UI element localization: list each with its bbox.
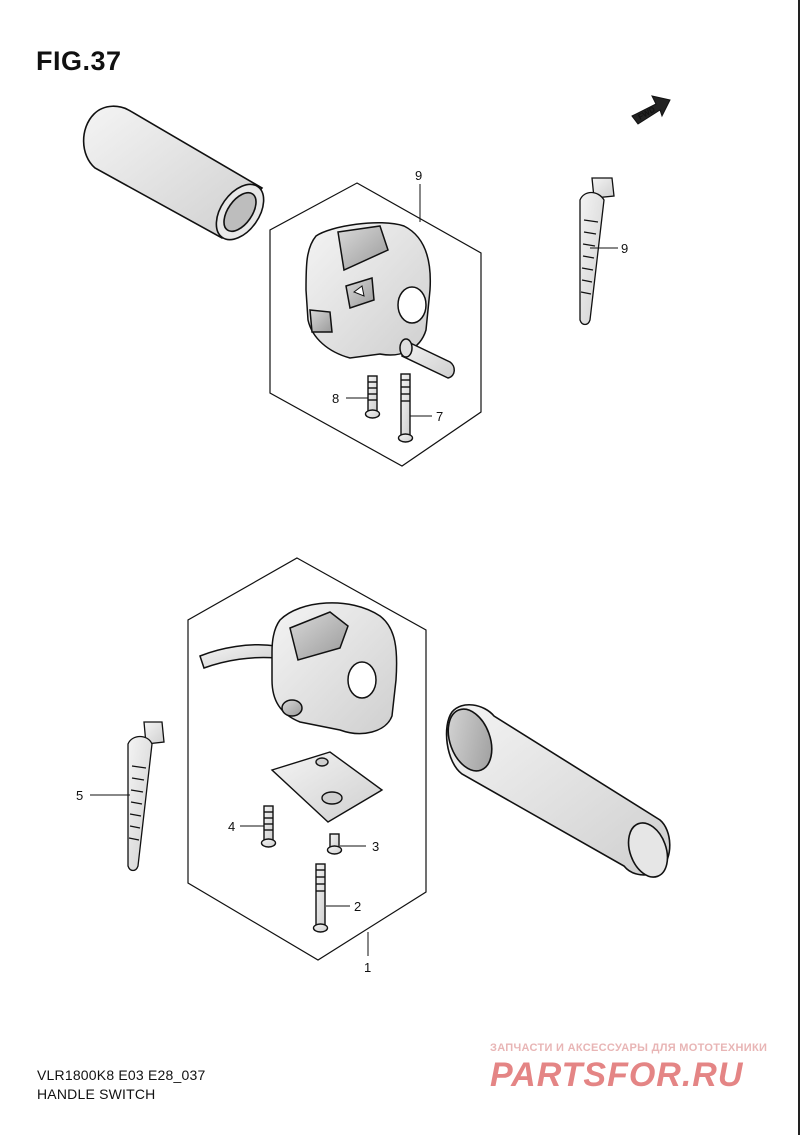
right-handle-switch [199, 602, 398, 735]
screw-right [260, 805, 277, 848]
callout-number: 3 [372, 839, 379, 854]
callout-1: 1 [364, 932, 371, 975]
callout-number: 9 [621, 241, 628, 256]
svg-text:PARTSFOR.RU: PARTSFOR.RU [490, 1056, 744, 1094]
page-border [798, 0, 800, 1135]
long-screw-right [312, 863, 329, 933]
callout-number: 4 [228, 819, 235, 834]
section-name: HANDLE SWITCH [37, 1086, 156, 1102]
callout-9: 9 [590, 241, 628, 256]
model-code: VLR1800K8 E03 E28_037 [37, 1067, 206, 1083]
short-screw [326, 833, 343, 855]
callout-6: 9 [415, 168, 422, 222]
left-switch-group-outline [269, 182, 482, 467]
callout-number: 5 [76, 788, 83, 803]
callout-2: 2 [326, 899, 361, 914]
callout-8: 8 [332, 391, 368, 406]
left-handle-switch [305, 221, 455, 379]
left-grip [82, 105, 265, 241]
figure-title: FIG.37 [36, 46, 122, 76]
callout-4: 4 [228, 819, 264, 834]
right-switch-group-outline [187, 557, 427, 961]
callout-3: 3 [340, 839, 379, 854]
callout-7: 7 [410, 409, 443, 424]
watermark-tagline: ЗАПЧАСТИ И АКСЕССУАРЫ ДЛЯ МОТОТЕХНИКИ [490, 1042, 768, 1054]
callout-number: 9 [415, 168, 422, 183]
callout-number: 2 [354, 899, 361, 914]
long-screw-left [397, 373, 414, 443]
cable-tie-left [579, 177, 615, 326]
switch-base-plate [270, 751, 384, 823]
screw-left [364, 375, 381, 419]
forward-arrow-icon: FWD [631, 95, 671, 125]
callout-number: 8 [332, 391, 339, 406]
cable-tie-right [127, 721, 165, 872]
callout-number: 7 [436, 409, 443, 424]
right-grip [445, 704, 671, 878]
watermark-logo: PARTSFOR.RU [490, 1056, 744, 1094]
callout-5: 5 [76, 788, 130, 803]
callout-number: 1 [364, 960, 371, 975]
